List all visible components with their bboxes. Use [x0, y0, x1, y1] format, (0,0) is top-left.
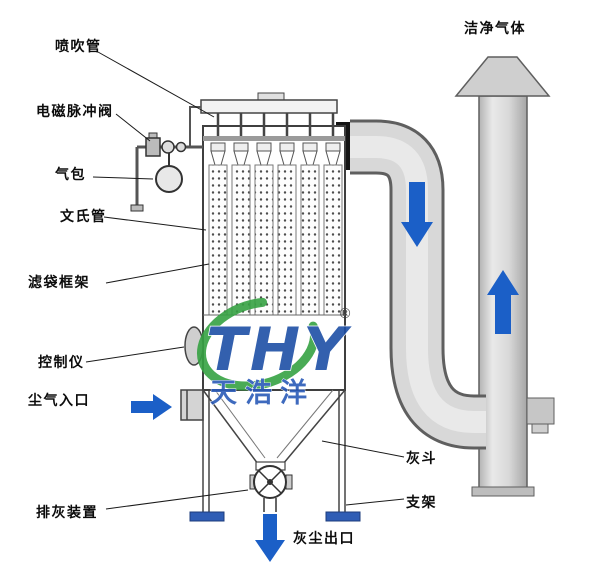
rotary-ash-valve: [249, 465, 293, 512]
label-blow-pipe: 喷吹管: [55, 39, 102, 55]
logo-text: THY: [206, 315, 352, 385]
leader-lines: [85, 51, 405, 510]
label-ash-discharge: 排灰装置: [36, 505, 98, 521]
dust-outlet-down-arrow-icon: [255, 514, 285, 562]
pulse-valve-body: [145, 137, 161, 157]
leader-bag-cage: [105, 263, 210, 284]
registered-mark: ®: [338, 306, 352, 322]
logo-company-text: 天浩洋: [210, 377, 315, 409]
venturi-tubes: [210, 142, 341, 166]
label-pulse-valve: 电磁脉冲阀: [36, 104, 114, 120]
watermark-logo: THY ® 天浩洋: [196, 297, 352, 409]
label-clean-gas: 洁净气体: [464, 21, 526, 37]
logo-green-swoosh: [196, 297, 320, 391]
leader-controller: [85, 346, 185, 363]
duct-down-arrow-icon: [401, 182, 433, 247]
air-reservoir-tank: [155, 153, 183, 193]
label-controller: 控制仪: [38, 355, 85, 371]
stack-side-box: [526, 397, 555, 425]
label-air-reservoir: 气包: [55, 167, 86, 183]
label-bag-cage: 滤袋框架: [28, 275, 90, 291]
label-support: 支架: [406, 495, 437, 511]
stack-outlet-cone: [454, 56, 551, 97]
clean-air-duct: [336, 119, 486, 450]
label-venturi: 文氏管: [60, 209, 107, 225]
flow-arrows: [131, 182, 519, 562]
label-dust-gas-inlet: 尘气入口: [28, 393, 90, 409]
left-foot-pad: [189, 511, 225, 522]
right-foot-pad: [325, 511, 361, 522]
blow-nozzles: [216, 113, 335, 140]
filter-bags: [203, 164, 345, 316]
filter-housing: [200, 92, 346, 391]
exhaust-stack: [471, 95, 555, 497]
dusty-gas-inlet-duct: [180, 389, 204, 421]
leader-venturi: [103, 216, 207, 231]
pulse-valve-assembly: [130, 106, 203, 212]
leader-blow-pipe: [97, 51, 215, 118]
label-dust-outlet: 灰尘出口: [293, 531, 355, 547]
label-ash-hopper: 灰斗: [406, 451, 437, 467]
stack-up-arrow-icon: [487, 270, 519, 334]
blow-pipe-header: [200, 92, 338, 114]
leader-ash-hopper: [321, 440, 405, 458]
inlet-right-arrow-icon: [131, 394, 172, 420]
leader-ash-discharge: [105, 489, 249, 510]
leader-support: [345, 498, 405, 506]
leader-pulse-valve: [115, 113, 151, 142]
leader-air-reservoir: [92, 176, 154, 180]
support-legs: [189, 390, 361, 522]
tube-sheet: [203, 136, 345, 141]
